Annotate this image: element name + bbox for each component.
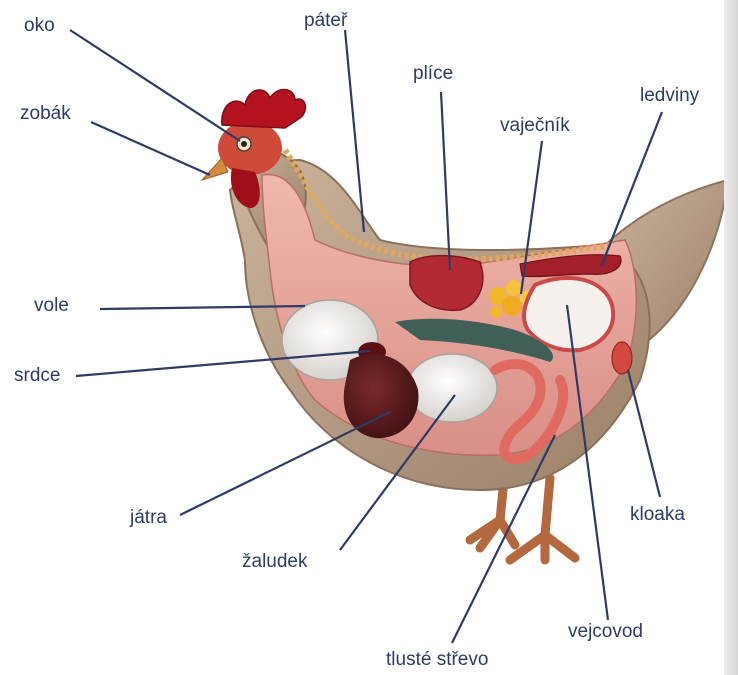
label-pater: páteř [304,11,347,30]
label-jatra: játra [130,508,167,527]
label-kloaka: kloaka [630,505,685,524]
leader-line-jatra [180,412,390,515]
label-oko: oko [24,16,55,35]
leader-line-kloaka [628,370,660,497]
label-vole: vole [34,296,69,315]
label-zaludek: žaludek [242,552,308,571]
label-vejcovod: vejcovod [568,622,643,641]
label-plice: plíce [413,64,453,83]
leader-line-plice [441,92,450,270]
comb [222,90,306,128]
gizzard [407,354,497,422]
label-vajecnik: vaječník [500,116,570,135]
page-edge [724,0,738,675]
label-ledviny: ledviny [640,86,699,105]
label-srdce: srdce [14,366,60,385]
label-tluste-strevo: tlusté střevo [386,650,488,669]
cloaca [612,342,632,374]
leader-line-zobak [91,122,210,175]
label-zobak: zobák [20,104,71,123]
